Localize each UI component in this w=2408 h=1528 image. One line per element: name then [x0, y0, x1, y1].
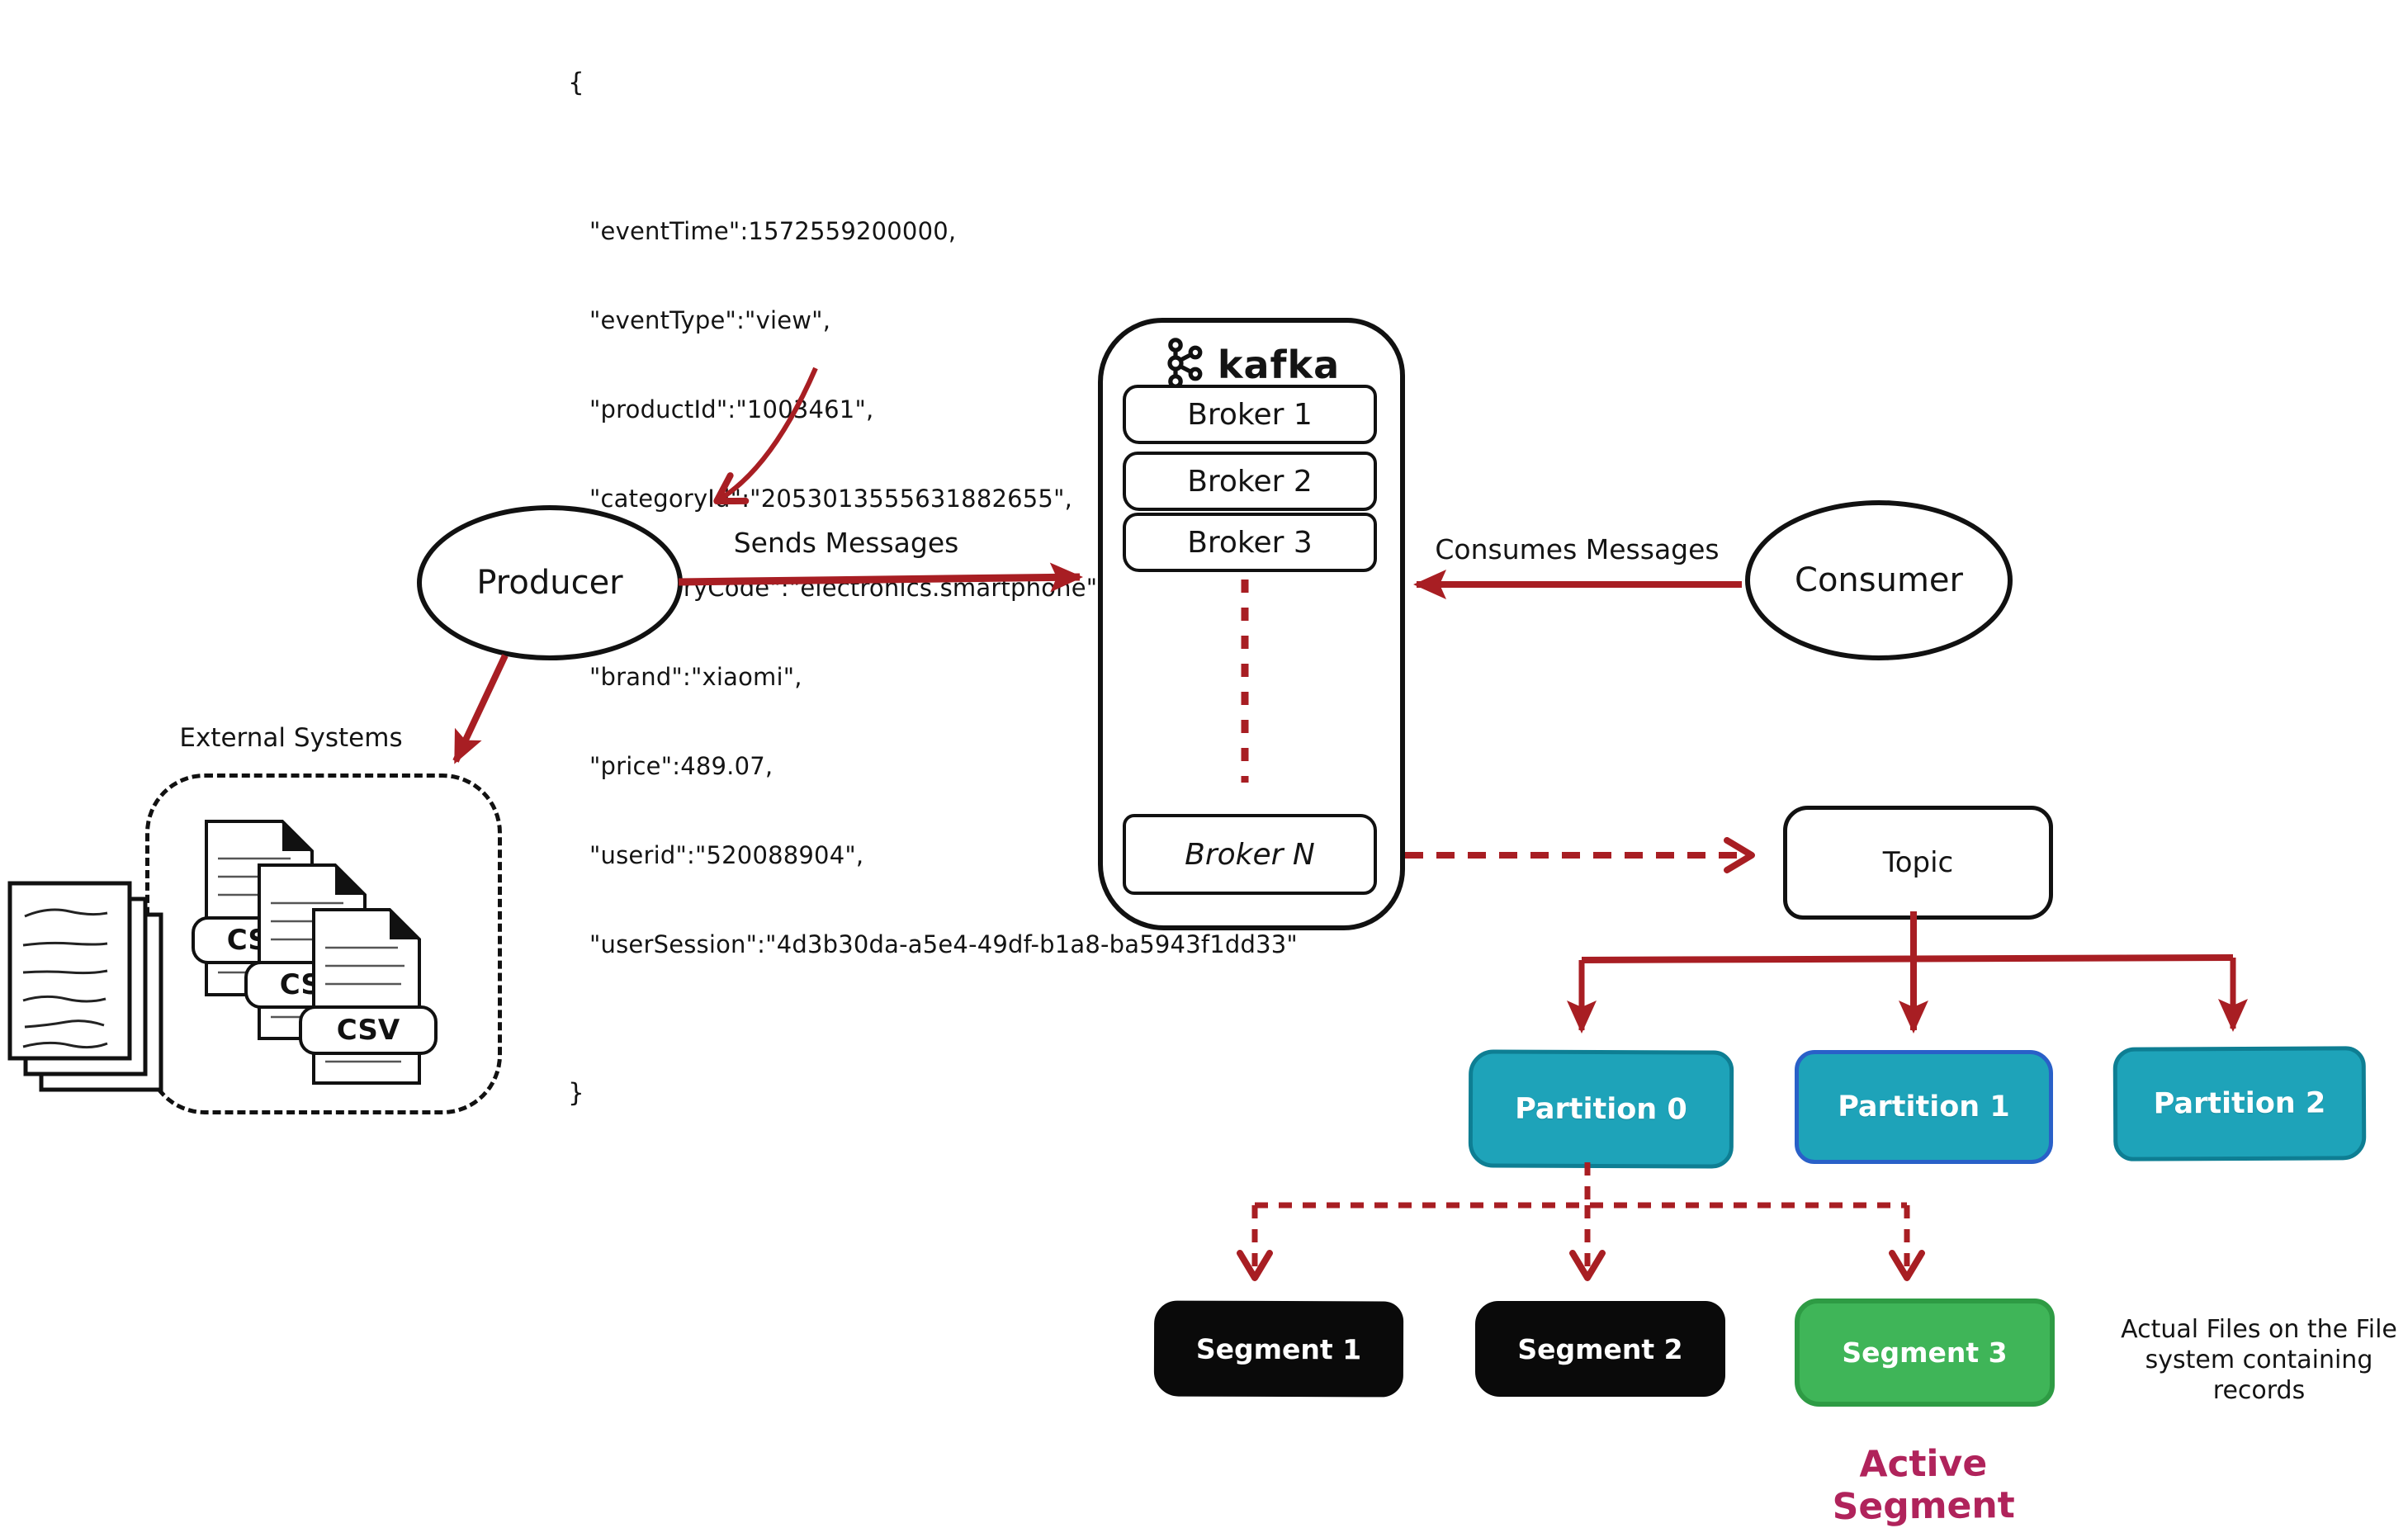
- json-line-price: "price":489.07,: [589, 752, 773, 780]
- kafka-logo-text: kafka: [1217, 343, 1341, 387]
- sends-messages-label: Sends Messages: [733, 527, 959, 559]
- segment-1-label: Segment 1: [1195, 1332, 1362, 1365]
- broker-3-node: Broker 3: [1123, 513, 1377, 572]
- producer-node: Producer: [417, 505, 683, 660]
- external-systems-label: External Systems: [179, 723, 403, 753]
- broker-n-label: Broker N: [1185, 837, 1315, 872]
- json-line-brand: "brand":"xiaomi",: [589, 663, 802, 691]
- json-open-brace: {: [568, 68, 584, 97]
- json-line-userid: "userid":"520088904",: [589, 841, 864, 869]
- segment-2-node: Segment 2: [1475, 1301, 1725, 1397]
- broker-1-node: Broker 1: [1123, 385, 1377, 444]
- broker-1-label: Broker 1: [1187, 397, 1313, 432]
- document-stack-icon: [7, 881, 163, 1092]
- producer-to-external-arrow: [452, 654, 509, 764]
- partition-1-node: Partition 1: [1795, 1050, 2053, 1164]
- topic-to-partitions-arrows: [1567, 911, 2248, 1034]
- active-segment-annotation: Active Segment: [1832, 1442, 2015, 1528]
- topic-label: Topic: [1882, 846, 1954, 879]
- json-line-eventtype: "eventType":"view",: [589, 306, 831, 334]
- actual-files-line1: Actual Files on the File: [2121, 1315, 2397, 1344]
- partition-0-label: Partition 0: [1515, 1092, 1687, 1126]
- consumer-node: Consumer: [1745, 500, 2013, 660]
- partition-2-node: Partition 2: [2112, 1046, 2367, 1161]
- broker-n-node: Broker N: [1123, 814, 1377, 895]
- json-line-categoryid: "categoryId":"2053013555631882655",: [589, 485, 1073, 513]
- segment-3-node: Segment 3: [1795, 1299, 2055, 1407]
- segment-1-node: Segment 1: [1153, 1300, 1404, 1398]
- json-line-usersession: "userSession":"4d3b30da-a5e4-49df-b1a8-b…: [589, 930, 1298, 958]
- broker-2-label: Broker 2: [1187, 464, 1313, 499]
- json-line-eventtime: "eventTime":1572559200000,: [589, 217, 957, 245]
- kafka-logo-icon: [1163, 338, 1208, 392]
- segment-2-label: Segment 2: [1517, 1332, 1683, 1365]
- segment-3-label: Segment 3: [1842, 1336, 2008, 1369]
- broker-3-label: Broker 3: [1187, 525, 1313, 560]
- kafka-logo: kafka: [1103, 338, 1400, 392]
- partition-to-segments-dashed-arrows: [1237, 1162, 1925, 1281]
- producer-label: Producer: [476, 564, 623, 602]
- broker-2-node: Broker 2: [1123, 452, 1377, 511]
- partition-0-node: Partition 0: [1468, 1049, 1734, 1169]
- kafka-cluster-container: kafka Broker 1 Broker 2 Broker 3 Broker …: [1098, 318, 1405, 930]
- partition-2-label: Partition 2: [2153, 1086, 2326, 1121]
- external-systems-container: [145, 773, 502, 1114]
- consumes-messages-label: Consumes Messages: [1435, 533, 1720, 565]
- actual-files-line2: system containing records: [2145, 1346, 2373, 1405]
- partition-1-label: Partition 1: [1838, 1090, 2010, 1124]
- consumer-label: Consumer: [1795, 561, 1963, 599]
- json-close-brace: }: [568, 1078, 584, 1108]
- topic-node: Topic: [1783, 806, 2053, 920]
- actual-files-annotation: Actual Files on the File system containi…: [2110, 1314, 2408, 1406]
